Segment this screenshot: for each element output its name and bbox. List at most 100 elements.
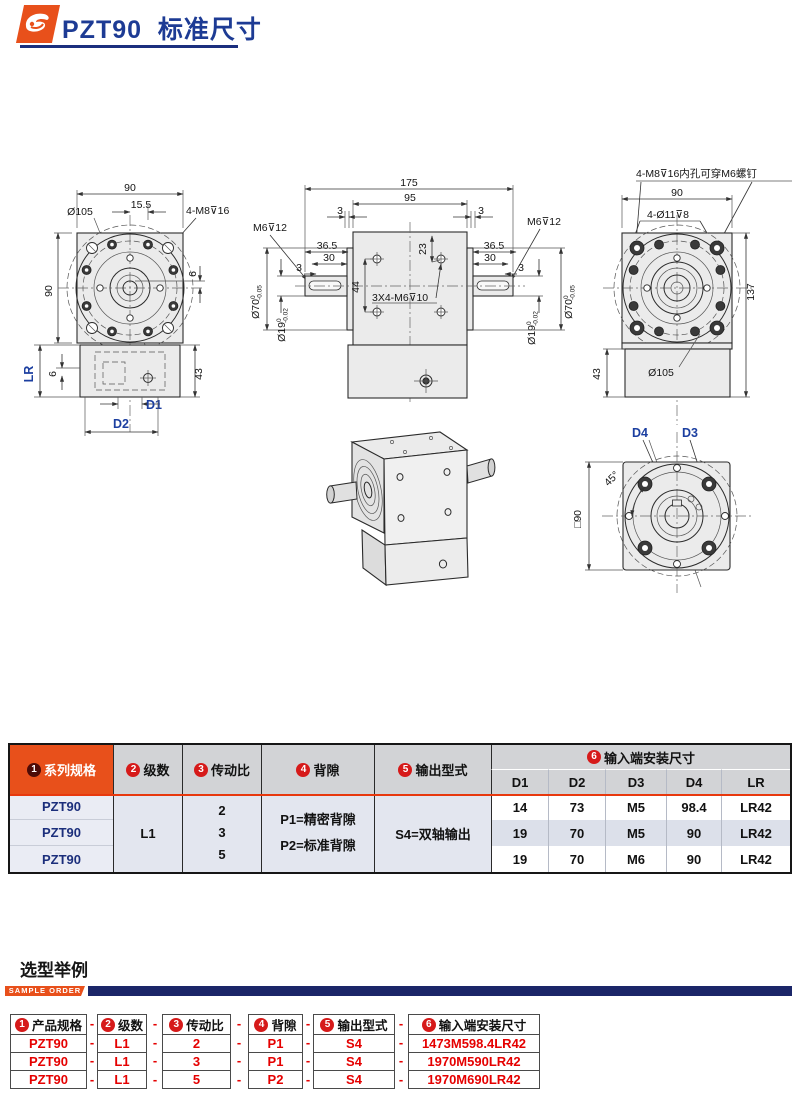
circled-number-2: 2 bbox=[126, 762, 141, 777]
brand-logo bbox=[15, 5, 61, 43]
sample-value: 1970M690LR42 bbox=[409, 1070, 539, 1088]
spec-subheader-d1: D1 bbox=[491, 769, 548, 794]
spec-series-row2: PZT90 bbox=[10, 820, 113, 846]
spec-mount-cell: 70 bbox=[548, 820, 605, 846]
spec-mount-cell: 90 bbox=[666, 820, 721, 846]
dim-front-d1: D1 bbox=[146, 398, 162, 412]
spec-subheader-d4: D4 bbox=[666, 769, 721, 794]
dim-side-23: 23 bbox=[417, 243, 429, 255]
title-underline bbox=[20, 45, 238, 48]
circled-number-4: 4 bbox=[296, 762, 311, 777]
dim-input-block-height: 43 bbox=[591, 368, 603, 380]
dim-side-shaft-dia-left: Ø190-0.02 bbox=[276, 308, 290, 342]
sample-value: 1473M598.4LR42 bbox=[409, 1034, 539, 1052]
dim-input-width: 90 bbox=[671, 187, 683, 199]
dim-side-boss-dia-right: Ø700-0.05 bbox=[563, 285, 577, 319]
side-view-drawing: 175 95 3 3 M6⊽12 M6⊽12 bbox=[250, 177, 577, 402]
sample-value: P1 bbox=[249, 1052, 302, 1070]
dim-side-3-left: 3 bbox=[296, 262, 302, 274]
circled-number-4: 4 bbox=[254, 1017, 269, 1032]
dim-side-face-tap: 3X4-M6⊽10 bbox=[372, 292, 428, 304]
sample-dash-column: ---- bbox=[305, 1015, 311, 1088]
sample-value: L1 bbox=[98, 1052, 146, 1070]
dim-side-gap-left: 3 bbox=[337, 205, 343, 217]
dim-rear-angle: 45° bbox=[602, 469, 622, 489]
circled-number-3: 3 bbox=[169, 1017, 184, 1032]
input-bolt-holes bbox=[628, 239, 726, 337]
dim-side-44: 44 bbox=[350, 281, 362, 293]
spec-series-row1: PZT90 bbox=[10, 794, 113, 820]
label-rear-d3: D3 bbox=[682, 426, 698, 440]
sample-order-bar bbox=[88, 986, 792, 996]
dim-side-tap-left: M6⊽12 bbox=[253, 222, 287, 234]
spec-subheader-d3: D3 bbox=[605, 769, 666, 794]
spec-mount-cell: LR42 bbox=[721, 820, 790, 846]
spec-stage-cell: L1 bbox=[113, 794, 182, 872]
sample-order-tag: SAMPLE ORDER bbox=[5, 986, 85, 996]
dim-rear-square: □90 bbox=[572, 510, 584, 528]
dim-side-30-left: 30 bbox=[323, 252, 335, 264]
dim-input-height: 137 bbox=[745, 283, 757, 301]
sample-value: P1 bbox=[249, 1034, 302, 1052]
sample-value: PZT90 bbox=[11, 1052, 86, 1070]
circled-number-5: 5 bbox=[398, 762, 413, 777]
sample-dash-column: ---- bbox=[236, 1015, 242, 1088]
sample-value: L1 bbox=[98, 1034, 146, 1052]
spec-mount-cell: 19 bbox=[491, 820, 548, 846]
spec-mount-cell: 90 bbox=[666, 846, 721, 872]
label-rear-d4: D4 bbox=[632, 426, 648, 440]
spec-mount-cell: LR42 bbox=[721, 846, 790, 872]
dragon-logo-icon bbox=[25, 13, 49, 32]
dim-front-corner-tap: 4-M8⊽16 bbox=[186, 205, 229, 217]
header-red-line bbox=[10, 794, 790, 796]
spec-mount-cell: M5 bbox=[605, 794, 666, 820]
isometric-view-drawing bbox=[326, 431, 496, 587]
rear-bolt-holes bbox=[637, 476, 717, 556]
spec-mount-cell: LR42 bbox=[721, 794, 790, 820]
dim-side-30-right: 30 bbox=[484, 252, 496, 264]
sample-value: 1970M590LR42 bbox=[409, 1052, 539, 1070]
sample-value: PZT90 bbox=[11, 1034, 86, 1052]
sample-value: P2 bbox=[249, 1070, 302, 1088]
dim-side-boss-dia-left: Ø700-0.05 bbox=[250, 285, 264, 319]
spec-mount-cell: M6 bbox=[605, 846, 666, 872]
input-corner-holes bbox=[629, 240, 725, 336]
dim-side-body: 95 bbox=[404, 192, 416, 204]
sample-value: 5 bbox=[163, 1070, 230, 1088]
dim-side-365-left: 36.5 bbox=[317, 240, 338, 252]
sample-value: 2 bbox=[163, 1034, 230, 1052]
dim-front-height: 90 bbox=[43, 285, 55, 297]
sample-value: S4 bbox=[314, 1052, 394, 1070]
front-view-drawing: 90 Ø105 15.5 4-M8⊽16 90 bbox=[22, 182, 229, 436]
dim-input-cbore: 4-Ø11⊽8 bbox=[647, 209, 689, 221]
dim-side-total: 175 bbox=[400, 177, 418, 189]
dim-front-d2: D2 bbox=[113, 417, 129, 431]
circled-number-1: 1 bbox=[14, 1017, 29, 1032]
input-view-drawing: 4-M8⊽16内孔可穿M6螺钉 90 4-Ø11⊽8 bbox=[591, 167, 792, 425]
page-title: PZT90 标准尺寸 bbox=[62, 16, 262, 44]
dim-front-offset: 15.5 bbox=[131, 199, 152, 211]
dim-side-shaft-dia-right: Ø190-0.02 bbox=[526, 311, 540, 345]
circled-number-1: 1 bbox=[26, 762, 41, 777]
rear-view-drawing: D4 D3 45° bbox=[572, 426, 753, 593]
sample-value: S4 bbox=[314, 1070, 394, 1088]
spec-series-row3: PZT90 bbox=[10, 846, 113, 872]
circled-number-6: 6 bbox=[421, 1017, 436, 1032]
spec-mount-cell: 73 bbox=[548, 794, 605, 820]
dim-side-3-right: 3 bbox=[518, 262, 524, 274]
spec-mount-cell: 98.4 bbox=[666, 794, 721, 820]
technical-drawings: 90 Ø105 15.5 4-M8⊽16 90 bbox=[22, 167, 792, 593]
circled-number-5: 5 bbox=[320, 1017, 335, 1032]
spec-output-cell: S4=双轴输出 bbox=[374, 794, 491, 872]
